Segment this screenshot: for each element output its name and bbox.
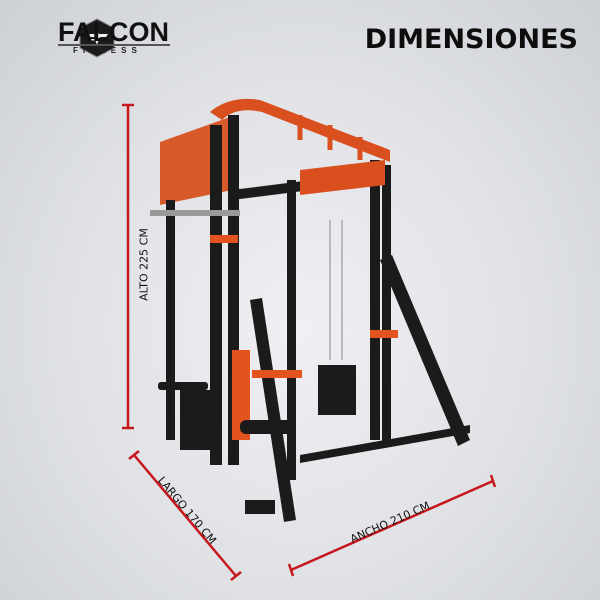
brand-tagline: FITNESS [73,46,142,55]
falcon-logo-icon [79,18,115,58]
dimension-lines [122,103,497,581]
brand-divider [58,44,170,46]
length-dimension-line [133,454,237,577]
height-label: ALTO 225 CM [137,228,151,301]
page-title: DIMENSIONES [364,24,578,55]
brand-name: FALCON [58,17,169,47]
width-dimension-line [290,479,494,572]
machine-frame [150,98,470,522]
